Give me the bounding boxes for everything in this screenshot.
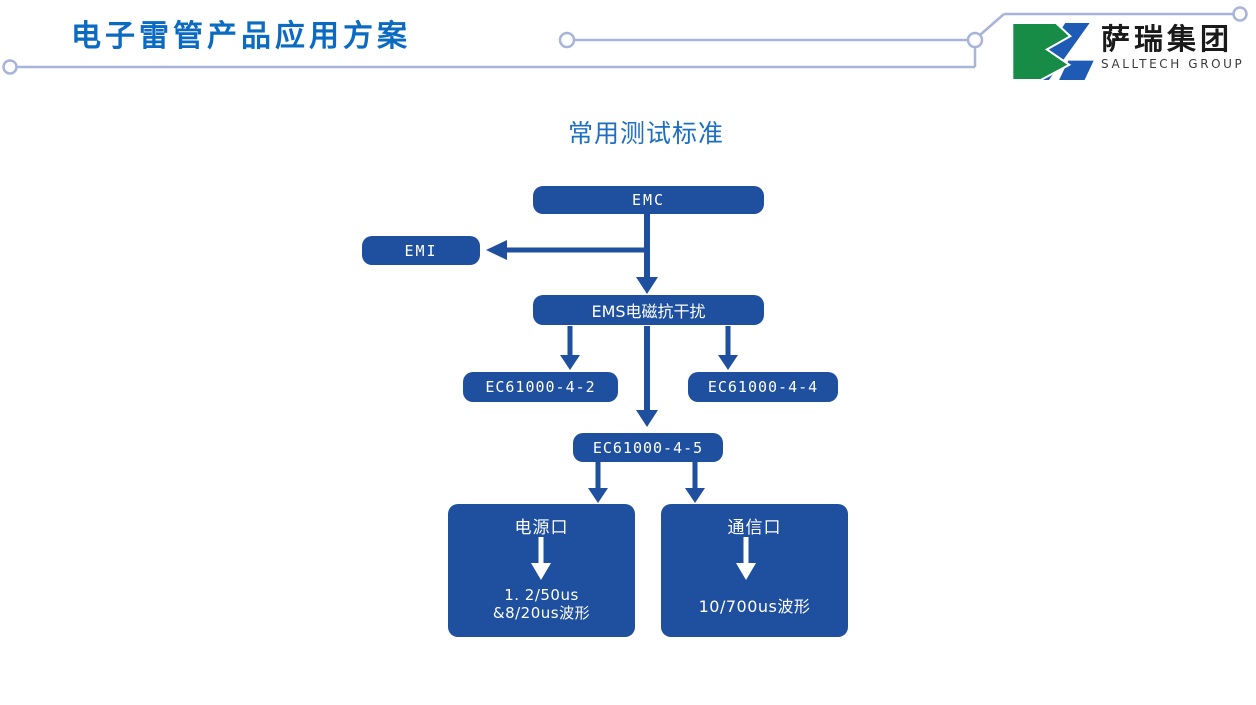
node-emi: EMI — [362, 236, 480, 265]
decor-node-circle-mid-left — [558, 31, 576, 49]
power-port-title: 电源口 — [514, 518, 569, 538]
comm-port-waveform-line1: 10/700us波形 — [698, 597, 811, 616]
diagram-heading: 常用测试标准 — [568, 119, 725, 148]
node-ems: EMS电磁抗干扰 — [533, 295, 764, 325]
decor-node-circle-left — [2, 59, 18, 75]
logo-company-name-cn: 萨瑞集团 — [1101, 22, 1234, 56]
arrow-to-emi-icon — [486, 240, 650, 260]
arrow-ems-to-ec45-icon — [636, 326, 658, 427]
node-emc: EMC — [533, 186, 764, 214]
page-title: 电子雷管产品应用方案 — [71, 19, 411, 54]
logo-text: 萨瑞集团 SALLTECH GROUP — [1101, 22, 1245, 72]
comm-port-title: 通信口 — [727, 518, 782, 538]
arrow-ec45-to-comm-icon — [685, 462, 705, 503]
node-power-port: 电源口 1. 2/50us &8/20us波形 — [448, 504, 635, 637]
decor-node-circle-mid-right — [966, 31, 984, 49]
logo-company-name-en: SALLTECH GROUP — [1101, 57, 1245, 72]
power-port-waveform-line1: 1. 2/50us — [504, 585, 579, 604]
arrow-ec45-to-power-icon — [588, 462, 608, 503]
node-ec61000-4-4: EC61000-4-4 — [688, 372, 838, 402]
company-logo: 萨瑞集团 SALLTECH GROUP — [1012, 22, 1245, 80]
power-port-waveform-line2: &8/20us波形 — [492, 604, 591, 623]
arrow-ems-to-ec44-icon — [718, 326, 738, 370]
salltech-logo-icon — [1012, 23, 1094, 80]
decor-node-circle-top-right — [1232, 6, 1248, 22]
arrow-emc-to-ems-icon — [636, 214, 658, 294]
power-port-waveform: 1. 2/50us &8/20us波形 — [448, 586, 635, 624]
arrow-ems-to-ec42-icon — [560, 326, 580, 370]
node-ec61000-4-5: EC61000-4-5 — [573, 433, 723, 462]
comm-port-waveform: 10/700us波形 — [661, 597, 848, 617]
decor-line-diagonal — [979, 13, 1005, 36]
node-comm-port: 通信口 10/700us波形 — [661, 504, 848, 637]
node-ec61000-4-2: EC61000-4-2 — [463, 372, 618, 402]
